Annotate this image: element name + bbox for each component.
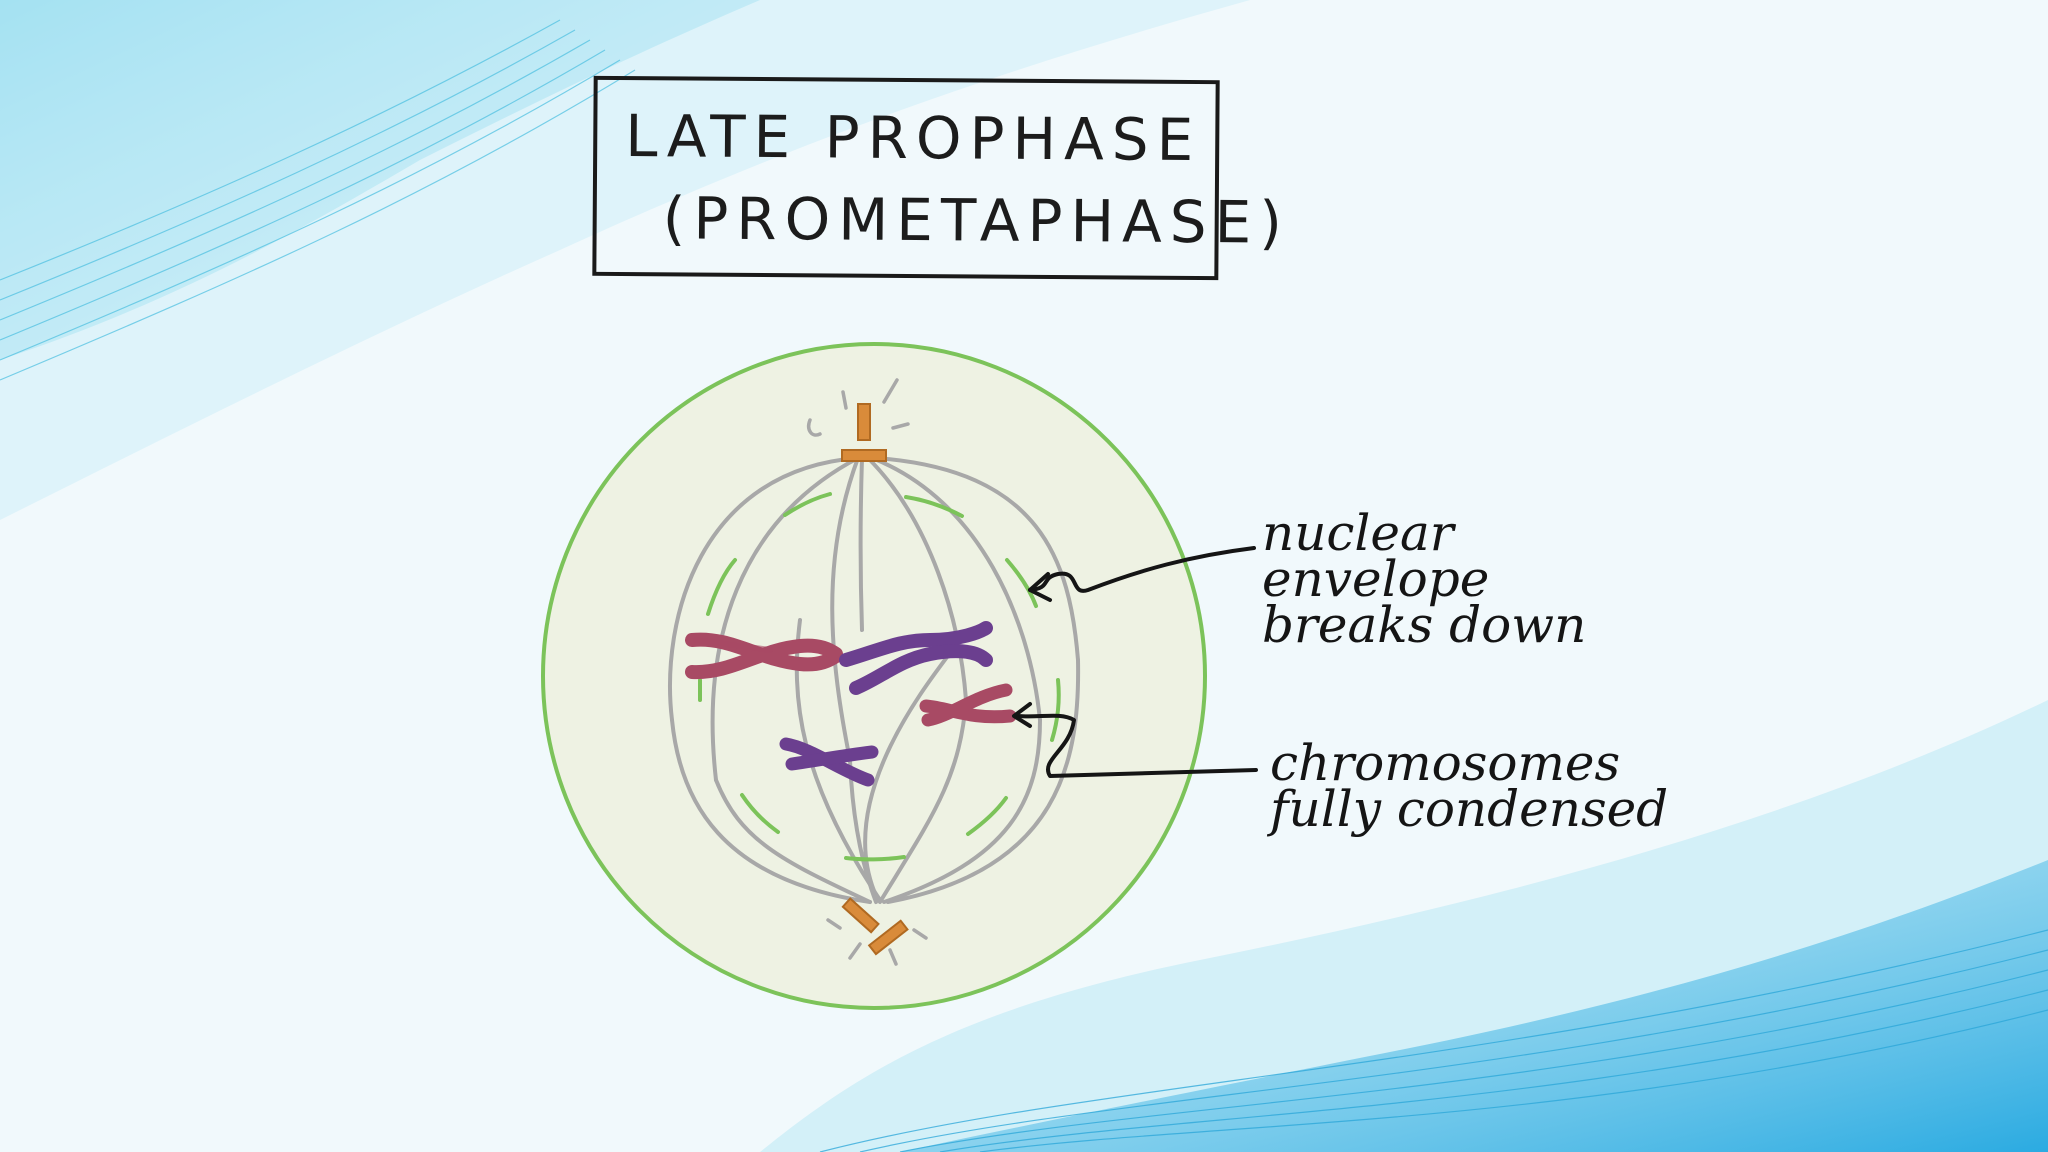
bottom-right-wave bbox=[900, 860, 2048, 1152]
chromosome-red-large bbox=[685, 632, 843, 680]
centrosome-bottom bbox=[841, 897, 909, 956]
label-nuclear-envelope: nuclear envelope breaks down bbox=[1262, 504, 1587, 654]
label-chromosomes: chromosomes fully condensed bbox=[1270, 734, 1669, 838]
centrosome-top bbox=[841, 403, 887, 462]
label-chromosomes-line-1: chromosomes bbox=[1270, 734, 1621, 792]
chromosome-red-small bbox=[919, 683, 1017, 727]
wave-lines-bottom bbox=[819, 929, 2048, 1152]
label-nuclear-envelope-line-3: breaks down bbox=[1262, 596, 1587, 654]
arrow-chromosomes bbox=[1012, 702, 1258, 778]
arrow-nuclear-envelope bbox=[1028, 546, 1256, 602]
label-nuclear-envelope-line-1: nuclear bbox=[1262, 504, 1454, 562]
chromosome-purple-large bbox=[839, 621, 993, 695]
label-nuclear-envelope-line-2: envelope bbox=[1262, 550, 1490, 608]
label-chromosomes-line-2: fully condensed bbox=[1270, 780, 1669, 838]
wave-lines-top bbox=[0, 19, 636, 381]
chromosome-purple-small bbox=[779, 737, 879, 787]
astral-rays bbox=[807, 378, 928, 966]
top-left-wave-light bbox=[0, 0, 1250, 520]
nuclear-envelope-fragments bbox=[698, 492, 1061, 862]
